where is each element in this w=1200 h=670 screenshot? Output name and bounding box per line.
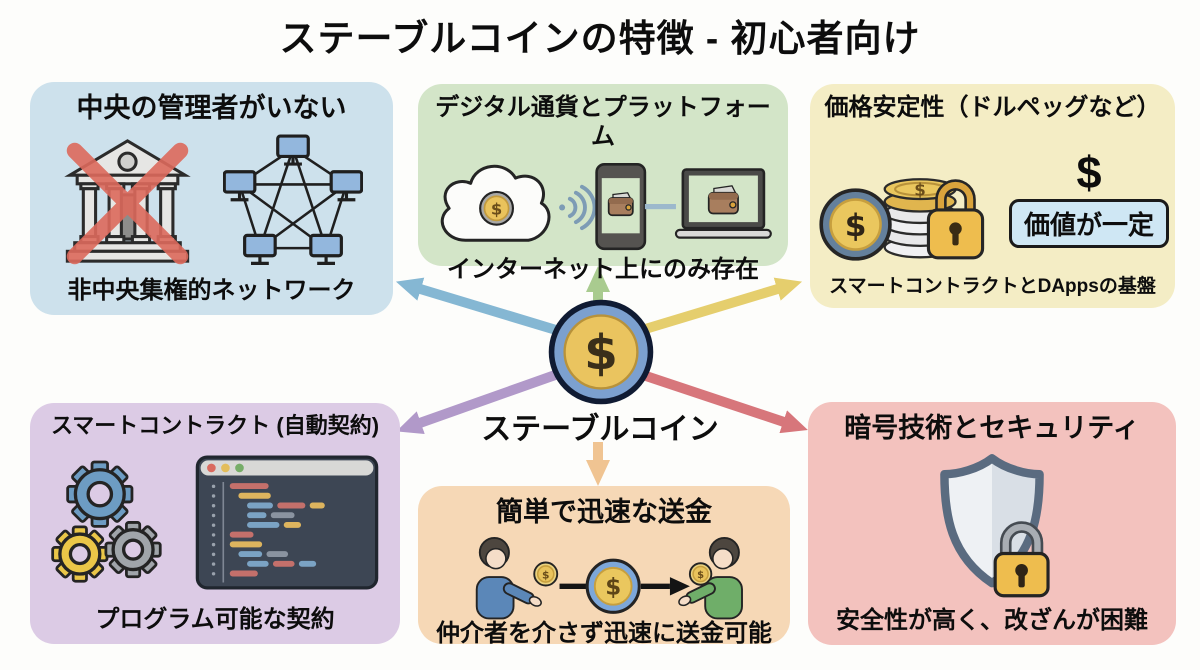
card-smart-contract: スマートコントラクト (自動契約): [30, 403, 400, 644]
card-title: スマートコントラクト (自動契約): [50, 413, 380, 438]
transfer-arrow-icon: [640, 577, 690, 596]
coin-icon: $: [688, 562, 713, 587]
padlock-icon: [926, 179, 985, 260]
card-caption: 非中央集権的ネットワーク: [67, 277, 356, 305]
card-digital-platform: デジタル通貨とプラットフォーム $: [418, 84, 788, 283]
bank-crossed-icon: [64, 138, 191, 265]
card-caption: インターネット上にのみ存在: [447, 255, 759, 283]
coin-icon: $: [533, 561, 559, 587]
network-icon: [223, 134, 363, 265]
card-caption: プログラム可能な契約: [95, 606, 335, 634]
svg-text:$: $: [914, 181, 926, 200]
page-title: ステーブルコインの特徴 - 初心者向け: [279, 18, 921, 59]
sender-icon: [475, 537, 542, 620]
svg-text:$: $: [584, 325, 618, 381]
shield-icon: [940, 454, 1044, 588]
svg-text:$: $: [697, 570, 704, 581]
svg-text:$: $: [490, 199, 501, 218]
coin-icon-large: $: [585, 559, 641, 615]
wifi-icon: [558, 184, 596, 230]
arrow-to-security: [638, 369, 808, 434]
dollar-symbol: $: [1076, 147, 1102, 199]
svg-text:$: $: [845, 208, 867, 244]
wallet-icon: [707, 184, 739, 214]
shield-lock-icon: [940, 454, 1050, 598]
traffic-light-green: [235, 464, 244, 473]
card-security: 暗号技術とセキュリティ 安全性が高く、改ざんが困難: [808, 402, 1176, 645]
code-lines: [229, 483, 325, 577]
red-x-icon: [66, 142, 189, 265]
gear-gray: [104, 520, 162, 579]
card-title: 中央の管理者がいない: [76, 93, 347, 123]
svg-text:$: $: [542, 569, 549, 582]
traffic-light-yellow: [221, 464, 230, 473]
value-stable-badge: 価値が一定: [1008, 199, 1169, 249]
gears-icon: [51, 460, 162, 583]
arrow-to-no-central-authority: [395, 277, 558, 335]
arrow-to-smart-contract: [396, 369, 560, 434]
card-title: デジタル通貨とプラットフォーム: [435, 94, 771, 150]
card-caption: 仲介者を介さず迅速に送金可能: [436, 620, 772, 648]
card-caption: 安全性が高く、改ざんが困難: [836, 607, 1148, 635]
code-editor-icon: [195, 455, 379, 590]
card-title: 価格安定性（ドルペッグなど）: [824, 94, 1161, 121]
card-caption: スマートコントラクトとDAppsの基盤: [829, 276, 1156, 298]
card-title: 簡単で迅速な送金: [496, 497, 712, 527]
transfer-scene-icon: $ $ $: [475, 537, 743, 620]
gear-yellow: [51, 525, 109, 583]
card-price-stability: 価格安定性（ドルペッグなど） $ $: [810, 84, 1175, 308]
card-title: 暗号技術とセキュリティ: [844, 413, 1140, 443]
padlock-icon: [993, 521, 1050, 598]
stablecoin-coin-icon: $: [548, 299, 654, 405]
svg-text:$: $: [605, 575, 621, 601]
traffic-light-red: [207, 464, 216, 473]
card-no-central-authority: 中央の管理者がいない: [30, 82, 393, 315]
cloud-devices-icon: $: [440, 162, 772, 250]
card-fast-transfer: 簡単で迅速な送金 $: [418, 486, 790, 647]
coin-icon: $: [478, 190, 514, 226]
arrow-to-price-stability: [640, 277, 803, 335]
link-line: [644, 203, 676, 209]
center-label: ステーブルコイン: [481, 413, 719, 446]
gear-blue: [66, 460, 134, 528]
computer-node-icon: [223, 134, 363, 265]
smartphone-icon: [594, 162, 646, 250]
coin-icon: $: [819, 188, 892, 262]
coins-lock-icon: $ $: [819, 178, 985, 262]
laptop-icon: [674, 167, 772, 239]
receiver-icon: [678, 537, 743, 620]
wallet-icon: [607, 191, 634, 216]
